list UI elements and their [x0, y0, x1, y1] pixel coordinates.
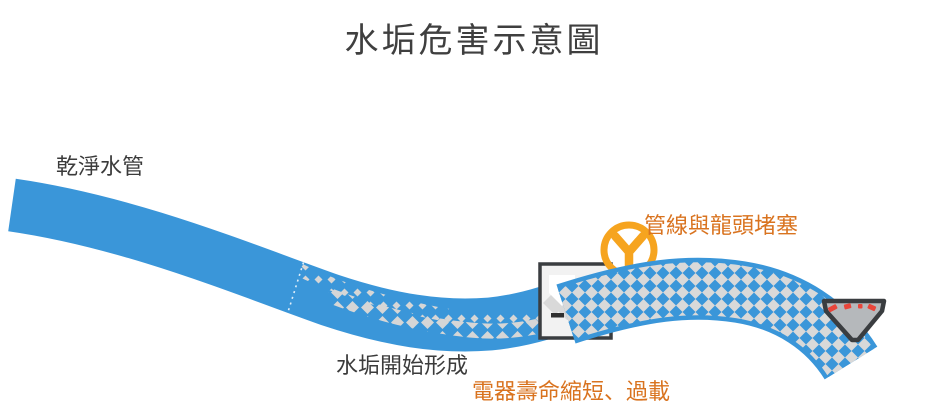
label-scale-forming: 水垢開始形成 [336, 353, 469, 378]
scale-start-boundary [287, 250, 308, 313]
page-title: 水垢危害示意圖 [344, 22, 604, 60]
label-appliance-damage: 電器壽命縮短、過載 [472, 379, 671, 404]
faucet-y-glyph [610, 231, 648, 272]
label-clogging: 管線與龍頭堵塞 [644, 213, 799, 238]
showerhead-icon [821, 298, 887, 343]
scale-chain-upper [297, 264, 560, 326]
scaled-pipe [556, 257, 878, 381]
clean-pipe [8, 178, 591, 352]
label-clean-pipe: 乾淨水管 [56, 154, 145, 179]
clog-debris-icon [827, 303, 877, 313]
